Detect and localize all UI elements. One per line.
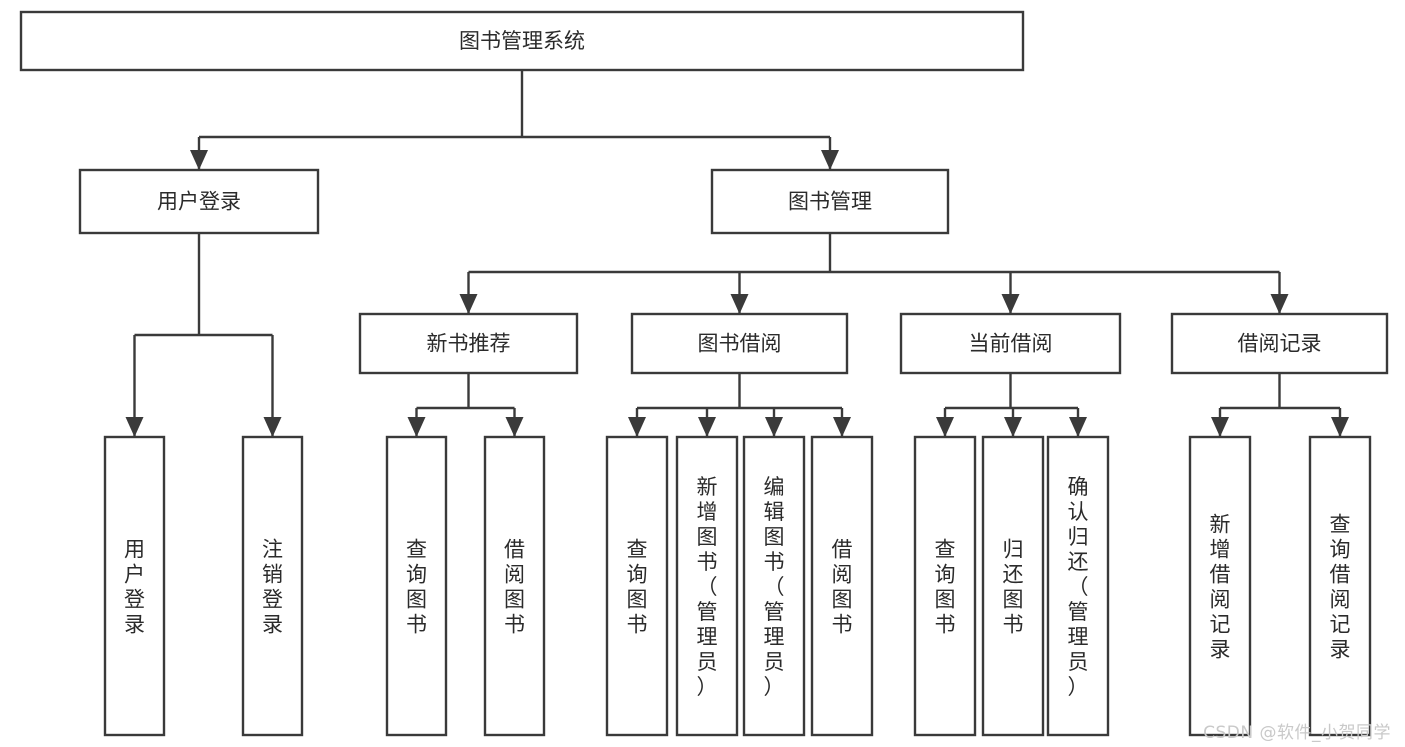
watermark-label: CSDN @软件_小贺同学	[1203, 723, 1391, 743]
node-leaf-借阅图书[interactable]: 借阅图书	[810, 435, 874, 737]
node-box	[385, 435, 448, 737]
arrow-head-icon	[1211, 417, 1229, 437]
arrow-head-icon	[459, 294, 478, 314]
node-box	[899, 312, 1122, 375]
node-label: 用户登录	[124, 538, 145, 637]
node-label: 归还图书	[1003, 538, 1024, 637]
node-box	[605, 435, 669, 737]
node-label: 编辑图书（管理员）	[764, 475, 785, 699]
node-root-图书管理系统[interactable]: 图书管理系统	[19, 10, 1025, 72]
node-leaf-查询图书[interactable]: 查询图书	[605, 435, 669, 737]
node-leaf-用户登录[interactable]: 用户登录	[103, 435, 166, 737]
node-box	[710, 168, 950, 235]
node-label: 查询图书	[627, 538, 648, 637]
connectors-layer	[125, 70, 1349, 437]
node-box	[1188, 435, 1252, 737]
node-l2-借阅记录[interactable]: 借阅记录	[1170, 312, 1389, 375]
node-label: 查询图书	[935, 538, 956, 637]
arrow-head-icon	[765, 417, 783, 437]
arrow-head-icon	[1001, 294, 1020, 314]
arrow-head-icon	[407, 417, 426, 437]
node-label: 图书管理	[788, 190, 872, 214]
node-label: 新增借阅记录	[1210, 513, 1231, 662]
node-leaf-新增图书管理员[interactable]: 新增图书（管理员）	[675, 435, 739, 737]
arrow-head-icon	[125, 417, 144, 437]
node-box	[78, 168, 320, 235]
node-box	[1046, 435, 1110, 737]
node-leaf-借阅图书[interactable]: 借阅图书	[483, 435, 546, 737]
arrow-head-icon	[190, 150, 208, 170]
node-label: 图书管理系统	[459, 29, 585, 53]
arrow-head-icon	[936, 417, 954, 437]
node-leaf-查询图书[interactable]: 查询图书	[913, 435, 977, 737]
node-label: 注销登录	[262, 538, 283, 637]
node-l2-新书推荐[interactable]: 新书推荐	[358, 312, 579, 375]
node-leaf-查询借阅记录[interactable]: 查询借阅记录	[1308, 435, 1372, 737]
node-box	[742, 435, 806, 737]
node-box	[1308, 435, 1372, 737]
node-l1-图书管理[interactable]: 图书管理	[710, 168, 950, 235]
arrow-head-icon	[263, 417, 282, 437]
arrow-head-icon	[1270, 294, 1289, 314]
node-l2-图书借阅[interactable]: 图书借阅	[630, 312, 849, 375]
node-l2-当前借阅[interactable]: 当前借阅	[899, 312, 1122, 375]
node-box	[19, 10, 1025, 72]
arrow-head-icon	[628, 417, 646, 437]
node-label: 当前借阅	[969, 332, 1053, 356]
node-box	[810, 435, 874, 737]
arrow-head-icon	[698, 417, 716, 437]
node-label: 查询借阅记录	[1330, 513, 1351, 662]
node-box	[913, 435, 977, 737]
node-label: 新书推荐	[427, 332, 511, 356]
node-leaf-确认归还管理员[interactable]: 确认归还（管理员）	[1046, 435, 1110, 737]
node-box	[483, 435, 546, 737]
node-box	[103, 435, 166, 737]
node-label: 借阅图书	[832, 538, 853, 637]
node-leaf-新增借阅记录[interactable]: 新增借阅记录	[1188, 435, 1252, 737]
node-label: 确认归还（管理员）	[1068, 475, 1089, 699]
node-box	[1170, 312, 1389, 375]
arrow-head-icon	[1004, 417, 1022, 437]
arrow-head-icon	[1331, 417, 1349, 437]
node-label: 新增图书（管理员）	[697, 475, 718, 699]
node-box	[981, 435, 1045, 737]
node-leaf-注销登录[interactable]: 注销登录	[241, 435, 304, 737]
node-leaf-编辑图书管理员[interactable]: 编辑图书（管理员）	[742, 435, 806, 737]
node-label: 查询图书	[406, 538, 427, 637]
node-leaf-查询图书[interactable]: 查询图书	[385, 435, 448, 737]
node-label: 图书借阅	[698, 332, 782, 356]
node-box	[675, 435, 739, 737]
node-box	[630, 312, 849, 375]
arrow-head-icon	[821, 150, 839, 170]
node-label: 用户登录	[157, 190, 241, 214]
node-l1-用户登录[interactable]: 用户登录	[78, 168, 320, 235]
arrow-head-icon	[505, 417, 524, 437]
node-label: 借阅图书	[504, 538, 525, 637]
arrow-head-icon	[833, 417, 851, 437]
nodes-layer: 图书管理系统用户登录图书管理新书推荐图书借阅当前借阅借阅记录用户登录注销登录查询…	[19, 10, 1389, 737]
node-label: 借阅记录	[1238, 332, 1322, 356]
node-leaf-归还图书[interactable]: 归还图书	[981, 435, 1045, 737]
node-box	[358, 312, 579, 375]
arrow-head-icon	[730, 294, 749, 314]
arrow-head-icon	[1069, 417, 1087, 437]
node-box	[241, 435, 304, 737]
